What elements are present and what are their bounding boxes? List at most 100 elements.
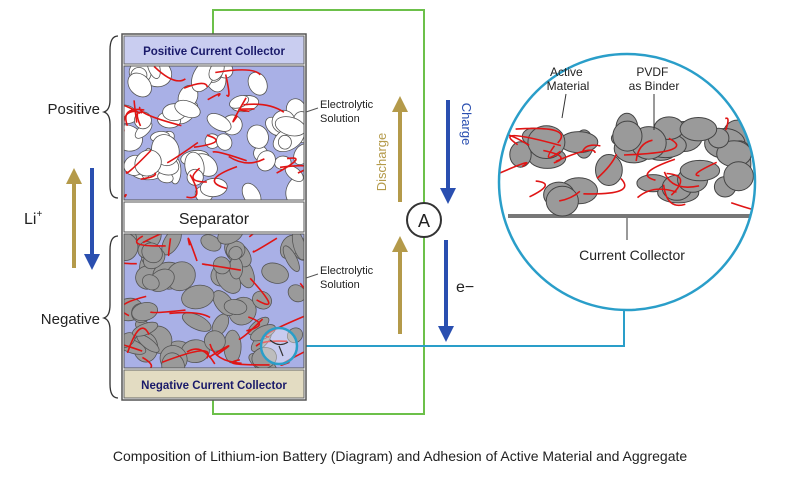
binder-strand (646, 158, 676, 181)
active-material-particle (595, 154, 623, 186)
cathode-particle (293, 143, 304, 166)
binder-strand (140, 172, 157, 180)
electrolytic-bottom-pointer (305, 273, 319, 279)
binder-strand (238, 318, 264, 341)
binder-strand (138, 106, 182, 127)
magnified-view: Active Material PVDF as Binder Current C… (497, 52, 757, 312)
binder-strand (124, 104, 141, 114)
binder-strand (125, 149, 152, 174)
binder-strand (695, 161, 718, 177)
active-material-particle (509, 141, 532, 168)
binder-strand (231, 359, 270, 366)
active-material-particle (545, 185, 579, 217)
li-ion-label: Li+ (24, 209, 42, 228)
binder-strand (724, 117, 729, 131)
zoom-binder (499, 117, 755, 214)
charge-label: Charge (459, 103, 474, 146)
active-material-label: Active Material (547, 65, 590, 93)
binder-strand (124, 344, 143, 352)
active-material-particle (612, 120, 643, 152)
cathode-particle (241, 182, 262, 200)
cathode-particle (274, 116, 304, 137)
binder-strand (252, 237, 278, 253)
binder-strand (255, 340, 288, 347)
binder-strand (212, 151, 247, 162)
cathode-particle (256, 150, 276, 172)
positive-collector-label: Positive Current Collector (143, 46, 285, 58)
binder-strand (224, 74, 230, 97)
binder-strand (243, 103, 285, 113)
external-circuit-wire-lower (212, 234, 425, 415)
ammeter: A (406, 202, 442, 238)
cathode-particle (174, 99, 201, 119)
binder-strand (555, 149, 596, 163)
cathode-particle (208, 66, 225, 81)
binder-strand (207, 92, 221, 101)
anode-particle (141, 274, 160, 291)
negative-brace (101, 235, 119, 399)
anode-particle (181, 312, 212, 332)
positive-brace (101, 35, 119, 199)
anode-particle (124, 234, 139, 261)
negative-label: Negative (41, 311, 100, 328)
active-material-pointer (561, 93, 567, 119)
cathode-particle (206, 113, 232, 132)
separator: Separator (123, 201, 305, 233)
binder-strand (663, 171, 700, 188)
cathode-particle (285, 174, 304, 200)
cathode-particle (247, 71, 268, 96)
anode-particle (250, 324, 276, 342)
binder-strand (246, 316, 261, 332)
cathode-particle (216, 133, 233, 151)
electron-label: e− (456, 279, 474, 296)
binder-strand (124, 295, 147, 317)
binder-strand (730, 201, 755, 214)
positive-current-collector: Positive Current Collector (123, 35, 305, 65)
zoom-particles (509, 112, 754, 217)
binder-strand (183, 82, 209, 89)
negative-electrode (124, 234, 304, 368)
binder-strand (215, 69, 261, 76)
negative-collector-label: Negative Current Collector (141, 380, 287, 392)
binder-strand (515, 127, 563, 144)
binder-strand (187, 237, 198, 262)
binder-strand (186, 174, 198, 199)
negative-current-collector: Negative Current Collector (123, 369, 305, 399)
binder-strand (201, 263, 242, 271)
positive-binder (124, 66, 304, 199)
binder-strand (186, 348, 216, 365)
anode-particle (223, 299, 248, 315)
binder-strand (167, 238, 172, 257)
binder-strand (265, 315, 304, 338)
anode-particle (200, 234, 222, 252)
binder-strand (169, 311, 211, 319)
negative-binder (124, 234, 304, 368)
current-collector-label: Current Collector (579, 247, 685, 263)
figure-caption: Composition of Lithium-ion Battery (Diag… (112, 448, 688, 464)
binder-strand (636, 188, 677, 199)
binder-strand (124, 193, 127, 198)
current-collector-plate (508, 214, 755, 218)
binder-strand (193, 134, 217, 148)
binder-strand (276, 157, 297, 174)
pvdf-label: PVDF as Binder (629, 65, 680, 93)
binder-strand (135, 235, 166, 247)
binder-strand (623, 137, 678, 156)
separator-label: Separator (179, 211, 250, 228)
positive-label: Positive (47, 101, 100, 118)
binder-strand (142, 234, 163, 244)
binder-strand (299, 282, 304, 302)
zoom-marker (259, 326, 299, 366)
binder-strand (136, 111, 143, 127)
binder-strand (228, 155, 265, 164)
zoom-connector-line (296, 306, 625, 347)
binder-strand (126, 327, 150, 354)
cathode-particle (127, 72, 152, 98)
binder-strand (238, 108, 255, 113)
electrolytic-top-pointer (305, 107, 319, 113)
anode-particle (212, 256, 231, 275)
active-material-particle (679, 117, 718, 142)
binder-strand (125, 108, 145, 127)
binder-strand (209, 343, 242, 365)
cathode-particle (124, 124, 143, 152)
